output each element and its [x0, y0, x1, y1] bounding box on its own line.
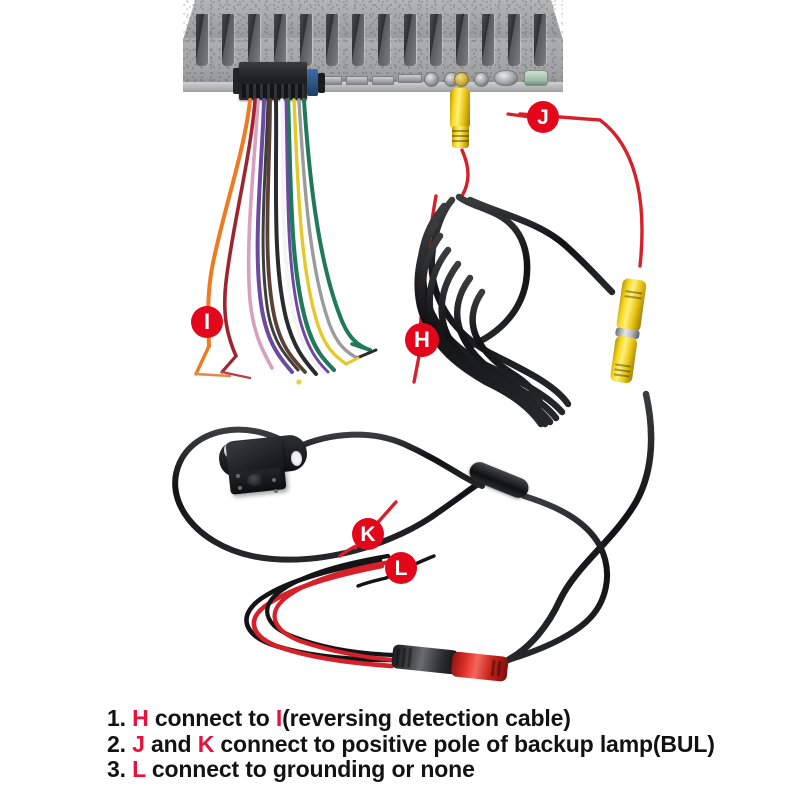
callout-badge-k: K: [352, 518, 384, 550]
camera-ir-led: [236, 474, 240, 478]
caption-key-letter: H: [132, 705, 149, 731]
heat-sink-fin: [196, 14, 208, 66]
caption-text: connect to grounding or none: [145, 756, 475, 782]
caption-line: 3. L connect to grounding or none: [107, 756, 797, 783]
heat-sink-fin: [352, 14, 364, 66]
caption-key-letter: I: [275, 705, 283, 731]
video-cable-lower-run: [504, 390, 655, 664]
callout-badge-l: L: [385, 552, 417, 584]
camera-cable: [172, 426, 610, 663]
caption-line-number: 2.: [107, 730, 133, 757]
head-unit-bottom-edge: [183, 82, 563, 92]
heat-sink-fin: [222, 14, 234, 66]
heat-sink-fin: [430, 14, 442, 66]
harness-wire-tips: [194, 342, 378, 385]
iso-connector-latch: [233, 68, 241, 94]
heat-sink-fin: [404, 14, 416, 66]
camera-ir-led: [272, 478, 276, 482]
heat-sink-fin: [300, 14, 312, 66]
caption-text: (reversing detection cable): [282, 705, 571, 731]
heat-sink-fin: [378, 14, 390, 66]
blue-connector: [307, 69, 318, 96]
caption-line-number: 1.: [107, 705, 133, 731]
callout-badge-i: I: [191, 306, 223, 338]
antenna-socket: [494, 70, 518, 86]
blue-connector-tail: [318, 73, 325, 93]
heat-sink-fin: [508, 14, 520, 66]
rca-jack-yellow-video: [454, 72, 469, 87]
iso-harness-connector: [239, 62, 307, 100]
caption-text: connect to: [148, 705, 276, 731]
head-unit-top-shell: [183, 0, 563, 40]
caption-key-letter: L: [132, 756, 146, 782]
io-slot: [398, 74, 422, 83]
caption-key-letter: J: [132, 730, 145, 757]
callout-badge-h: H: [405, 323, 439, 357]
video-cable-to-coupler: [466, 196, 616, 296]
caption-line-number: 3.: [107, 756, 133, 782]
camera-ir-led: [238, 486, 242, 490]
heat-sink-fin: [326, 14, 338, 66]
heat-sink-fin: [248, 14, 260, 66]
instruction-caption: 1. H connect to I(reversing detection ca…: [107, 705, 797, 783]
j-red-trigger-wire: [460, 112, 644, 268]
harness-wire-bundle: [206, 97, 372, 376]
caption-line: 1. H connect to I(reversing detection ca…: [107, 705, 797, 732]
io-slot: [372, 76, 394, 85]
camera-ir-led: [274, 489, 278, 493]
io-slot: [346, 76, 368, 85]
callout-badge-j: J: [527, 101, 559, 133]
rca-jack-white: [424, 72, 439, 87]
caption-text: connect to positive pole of backup lamp(…: [214, 730, 715, 757]
green-terminal-block: [524, 70, 548, 86]
heat-sink-fin: [274, 14, 286, 66]
heat-sink-fin: [456, 14, 468, 66]
caption-line: 2. J and K connect to positive pole of b…: [107, 730, 797, 758]
heat-sink-fin: [534, 14, 546, 66]
rca-jack-aux: [474, 72, 489, 87]
heat-sink-fin: [482, 14, 494, 66]
caption-key-letter: K: [197, 730, 215, 757]
caption-text: and: [144, 730, 198, 757]
video-extension-cable-coil: [414, 193, 572, 428]
camera-power-lead: [244, 500, 436, 669]
